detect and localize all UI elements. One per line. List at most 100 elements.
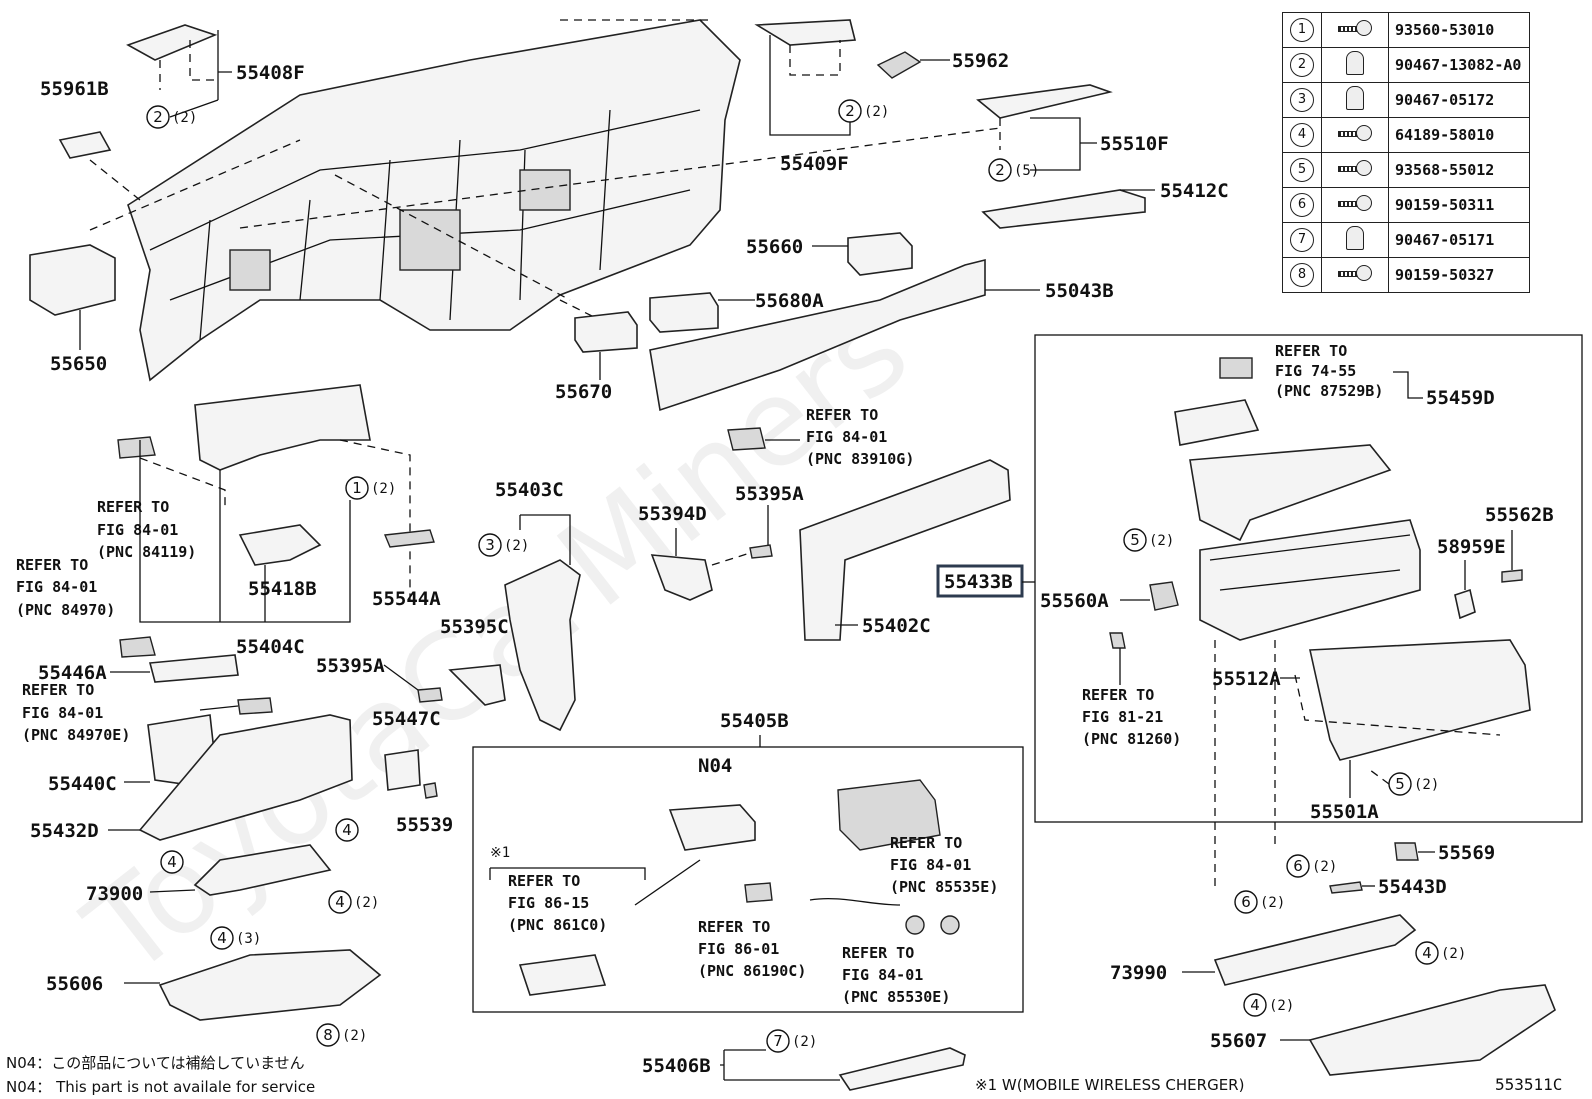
svg-text:(PNC 84970E): (PNC 84970E) xyxy=(22,726,130,744)
legend-row: 6 90159-50311 xyxy=(1282,187,1530,223)
label-55607: 55607 xyxy=(1210,1030,1267,1052)
part-58959E[interactable] xyxy=(1454,588,1476,620)
callout-num: 2 xyxy=(995,161,1005,179)
label-55961B: 55961B xyxy=(40,78,109,100)
callout-num: 4 xyxy=(1422,944,1432,962)
label-55562B: 55562B xyxy=(1485,504,1554,526)
legend-part-number: 90467-05171 xyxy=(1388,222,1530,258)
part-55569[interactable] xyxy=(1394,842,1419,861)
part-55395A[interactable] xyxy=(749,544,773,559)
part-N04[interactable] xyxy=(668,804,756,851)
part-55446A[interactable] xyxy=(148,654,239,683)
svg-text:(PNC 84119): (PNC 84119) xyxy=(97,543,196,561)
part-73900[interactable] xyxy=(193,844,332,896)
part-switch-86190C xyxy=(744,882,773,903)
part-55560A[interactable] xyxy=(1149,581,1179,611)
glove-box-group-frame xyxy=(1034,334,1583,823)
ref-84970: REFER TO FIG 84-01 (PNC 84970) xyxy=(16,556,115,619)
ref-85535E: REFER TO FIG 84-01 (PNC 85535E) xyxy=(890,834,998,896)
label-55680A: 55680A xyxy=(755,290,824,312)
part-55544A[interactable] xyxy=(383,529,435,548)
ref-84119: REFER TO FIG 84-01 (PNC 84119) xyxy=(97,498,196,561)
part-55406B[interactable] xyxy=(838,1047,966,1091)
label-55395C: 55395C xyxy=(440,616,509,638)
part-55432D[interactable] xyxy=(138,714,353,841)
part-55403C[interactable] xyxy=(504,559,581,732)
legend-part-number: 90159-50311 xyxy=(1388,187,1530,223)
svg-text:(PNC 861C0): (PNC 861C0) xyxy=(508,916,607,934)
legend-number: 8 xyxy=(1290,263,1314,287)
part-55607[interactable] xyxy=(1308,984,1556,1076)
part-55962[interactable] xyxy=(876,51,922,79)
part-55402C[interactable] xyxy=(799,459,1011,641)
part-55459D[interactable] xyxy=(1174,399,1260,446)
part-cluster-finish[interactable] xyxy=(194,384,371,471)
part-55395C[interactable] xyxy=(448,664,506,706)
part-55443D[interactable] xyxy=(1329,881,1363,894)
label-55404C: 55404C xyxy=(236,636,305,658)
callout-num: 3 xyxy=(485,536,495,554)
label-55501A: 55501A xyxy=(1310,801,1379,823)
label-55560A: 55560A xyxy=(1040,590,1109,612)
part-switch-84970 xyxy=(119,636,156,658)
svg-text:(PNC 87529B): (PNC 87529B) xyxy=(1275,382,1383,400)
callout-num: 7 xyxy=(773,1032,783,1050)
svg-text:REFER TO: REFER TO xyxy=(890,834,962,852)
part-55961B[interactable] xyxy=(58,131,112,159)
part-55562B[interactable] xyxy=(1501,569,1523,583)
part-55539[interactable] xyxy=(423,782,438,799)
part-55670[interactable] xyxy=(574,311,638,353)
part-73990[interactable] xyxy=(1213,914,1417,986)
legend-part-number: 90467-13082-A0 xyxy=(1388,47,1530,83)
svg-text:REFER TO: REFER TO xyxy=(97,498,169,516)
callout-num: 5 xyxy=(1395,775,1405,793)
legend-number: 6 xyxy=(1290,193,1314,217)
part-module[interactable] xyxy=(837,779,941,851)
part-55408F[interactable] xyxy=(126,24,218,61)
label-55405B: 55405B xyxy=(720,710,789,732)
screw-icon xyxy=(1338,263,1372,283)
svg-text:FIG 86-15: FIG 86-15 xyxy=(508,894,589,912)
callout-qty: (2) xyxy=(504,538,529,554)
dash-panel-frame xyxy=(127,19,741,382)
screw-icon xyxy=(1338,193,1372,213)
part-55510F[interactable] xyxy=(976,84,1113,119)
label-55446A: 55446A xyxy=(38,662,107,684)
svg-text:FIG 84-01: FIG 84-01 xyxy=(22,704,103,722)
callout-num: 1 xyxy=(352,479,362,497)
ref-84970E: REFER TO FIG 84-01 (PNC 84970E) xyxy=(22,681,130,744)
part-55660[interactable] xyxy=(847,232,913,276)
part-55409F[interactable] xyxy=(754,19,857,46)
part-55394D[interactable] xyxy=(650,554,713,601)
legend-part-number: 64189-58010 xyxy=(1388,117,1530,153)
part-charger-861C0 xyxy=(518,954,607,996)
part-55447C[interactable] xyxy=(384,749,421,791)
svg-text:REFER TO: REFER TO xyxy=(698,918,770,936)
part-glove-box-lid[interactable] xyxy=(1189,444,1392,542)
callout-qty: (3) xyxy=(236,931,261,947)
callout-num: 6 xyxy=(1293,857,1303,875)
callout-num: 4 xyxy=(167,853,177,871)
wireless-group-frame xyxy=(472,746,1024,1013)
callout-qty: (2) xyxy=(792,1034,817,1050)
ref-87529B: REFER TO FIG 74-55 (PNC 87529B) xyxy=(1275,342,1383,400)
screw-icon xyxy=(1338,123,1372,143)
part-55418B[interactable] xyxy=(238,524,322,566)
part-55395A-lower[interactable] xyxy=(417,687,443,703)
part-antenna-85535E xyxy=(905,915,925,935)
legend-number: 4 xyxy=(1290,123,1314,147)
part-55043B[interactable] xyxy=(649,258,986,412)
label-55409F: 55409F xyxy=(780,153,849,175)
callout-num: 4 xyxy=(335,893,345,911)
legend-row: 4 64189-58010 xyxy=(1282,117,1530,153)
label-N04: N04 xyxy=(698,755,732,777)
part-55680A[interactable] xyxy=(649,292,719,333)
part-55650[interactable] xyxy=(29,244,116,316)
part-55412C[interactable] xyxy=(981,189,1146,229)
part-55501A[interactable] xyxy=(1309,639,1531,761)
ref-85530E: REFER TO FIG 84-01 (PNC 85530E) xyxy=(842,944,950,1006)
part-55606[interactable] xyxy=(158,949,382,1021)
highlight-55433B[interactable] xyxy=(936,564,1024,598)
